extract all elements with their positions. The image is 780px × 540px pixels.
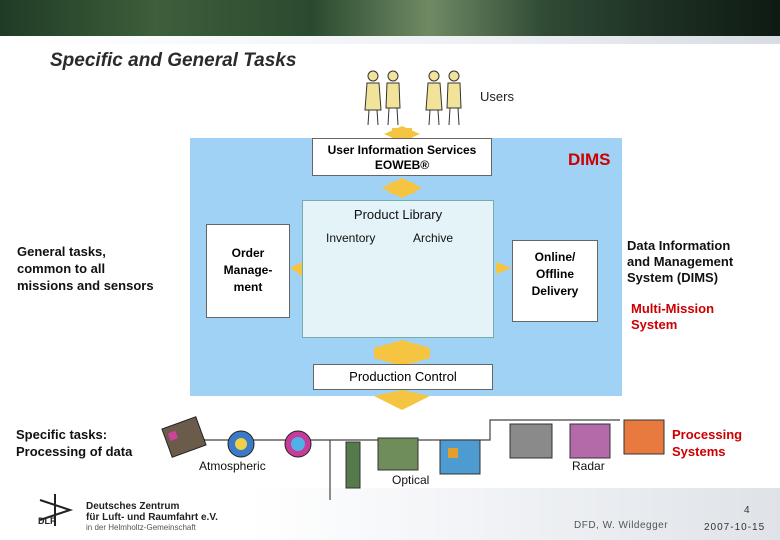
dims-description: Data Information and Management System (… — [627, 238, 733, 286]
product-library-label: Product Library — [353, 207, 443, 222]
dims-desc-line-2: and Management — [627, 254, 734, 269]
org-name-line-1: Deutsches Zentrum — [86, 501, 180, 512]
users-icon — [364, 70, 462, 126]
dlr-logo-icon — [39, 494, 74, 526]
users-label: Users — [480, 89, 514, 104]
specific-tasks-text: Specific tasks: Processing of data — [16, 426, 132, 460]
arrow-library-delivery — [496, 262, 512, 274]
header-strip — [0, 36, 780, 44]
film-strip-icon — [161, 416, 207, 458]
uis-line-2: EOWEB® — [374, 158, 430, 172]
optical-image-icons — [345, 437, 481, 489]
general-tasks-text: General tasks, common to all missions an… — [17, 243, 154, 294]
page-number: 4 — [744, 505, 750, 516]
production-control-box: Production Control — [313, 364, 493, 390]
processing-line-1: Processing — [672, 427, 743, 442]
processing-line-2: Systems — [672, 444, 726, 459]
delivery-line-2: Offline — [536, 267, 574, 281]
order-line-2: Manage- — [223, 263, 273, 277]
header-banner — [0, 0, 780, 36]
general-line-1: General tasks, — [17, 244, 106, 259]
online-delivery-box: Online/ Offline Delivery — [512, 240, 598, 322]
archive-label: Archive — [413, 231, 454, 245]
dims-desc-line-3: System (DIMS) — [627, 270, 719, 285]
arrow-production-down — [374, 390, 430, 410]
delivery-line-1: Online/ — [534, 250, 576, 264]
specific-line-1: Specific tasks: — [16, 427, 108, 442]
processing-systems-text: Processing Systems — [672, 426, 742, 460]
general-line-3: missions and sensors — [17, 278, 154, 293]
dims-label: DIMS — [568, 150, 611, 169]
dims-desc-line-1: Data Information — [627, 238, 731, 253]
dlr-logo-text: DLR — [38, 516, 57, 526]
author-text: DFD, W. Wildegger — [574, 520, 669, 531]
atmospheric-globe-icons — [227, 430, 312, 458]
radar-label: Radar — [572, 459, 605, 473]
footer-background — [250, 488, 780, 540]
order-management-box: Order Manage- ment — [206, 224, 290, 318]
arrow-uis-library — [382, 178, 422, 198]
arrow-library-production — [374, 340, 430, 366]
order-line-3: ment — [233, 280, 263, 294]
uis-line-1: User Information Services — [327, 143, 477, 157]
mm-line-1: Multi-Mission — [631, 301, 715, 316]
org-name-line-3: in der Helmholtz-Gemeinschaft — [86, 523, 196, 532]
date-text: 2007-10-15 — [704, 522, 766, 533]
general-line-2: common to all — [17, 261, 106, 276]
atmospheric-label: Atmospheric — [199, 459, 266, 473]
inventory-label: Inventory — [326, 231, 376, 245]
order-line-1: Order — [231, 246, 265, 260]
product-library-box — [302, 200, 494, 338]
org-name-line-2: für Luft- und Raumfahrt e.V. — [86, 512, 218, 523]
user-information-services-box: User Information Services EOWEB® — [312, 138, 492, 176]
mm-line-2: System — [631, 317, 678, 332]
optical-label: Optical — [392, 473, 430, 487]
delivery-line-3: Delivery — [531, 284, 579, 298]
arrow-order-library — [290, 262, 302, 276]
specific-line-2: Processing of data — [16, 444, 133, 459]
slide-title: Specific and General Tasks — [50, 50, 297, 71]
radar-image-icons — [509, 419, 665, 459]
multi-mission-text: Multi-Mission System — [631, 301, 714, 333]
